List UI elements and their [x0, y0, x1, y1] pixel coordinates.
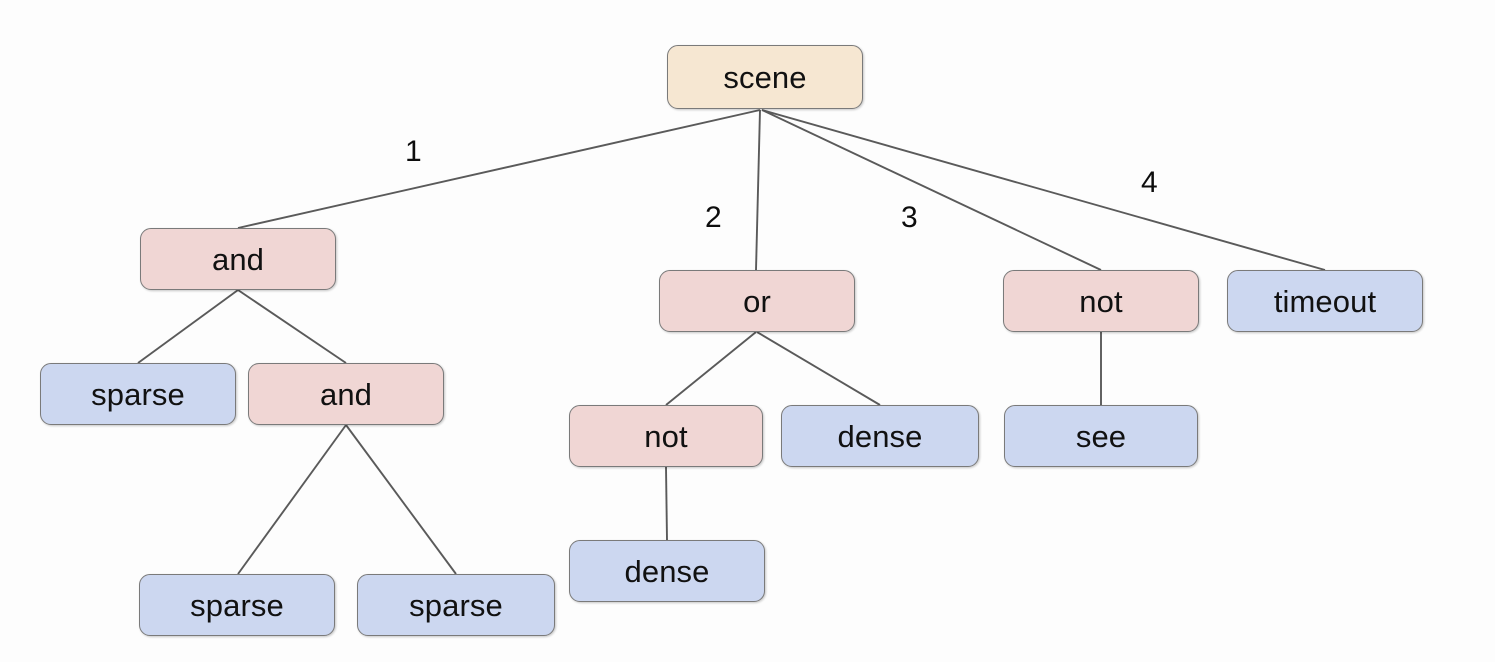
tree-node-label: and: [211, 241, 265, 277]
tree-edge: [756, 331, 881, 406]
tree-edge: [237, 289, 347, 364]
tree-node-sparse3[interactable]: sparse: [357, 574, 555, 636]
tree-edge: [665, 331, 757, 406]
tree-node-label: and: [319, 376, 373, 412]
edge-label-1: 1: [405, 135, 422, 168]
tree-node-timeout1[interactable]: timeout: [1227, 270, 1423, 332]
tree-edge: [237, 424, 347, 575]
tree-node-not1[interactable]: not: [1003, 270, 1199, 332]
tree-node-label: sparse: [91, 376, 185, 412]
edge-label-2: 2: [705, 201, 722, 234]
tree-node-not2[interactable]: not: [569, 405, 763, 467]
tree-node-scene[interactable]: scene: [667, 45, 863, 109]
tree-node-and2[interactable]: and: [248, 363, 444, 425]
tree-node-label: dense: [837, 418, 923, 454]
tree-edge: [761, 109, 1326, 271]
tree-node-label: or: [743, 283, 771, 319]
tree-edge: [237, 109, 761, 229]
tree-node-label: not: [644, 418, 688, 454]
tree-edge: [345, 424, 457, 575]
tree-node-label: sparse: [190, 587, 284, 623]
tree-node-dense1[interactable]: dense: [781, 405, 979, 467]
tree-node-label: see: [1075, 418, 1127, 454]
tree-node-label: dense: [624, 553, 710, 589]
tree-edge: [665, 466, 668, 541]
tree-node-dense2[interactable]: dense: [569, 540, 765, 602]
tree-node-label: scene: [723, 59, 807, 95]
tree-node-label: sparse: [409, 587, 503, 623]
tree-node-label: not: [1079, 283, 1123, 319]
tree-node-label: timeout: [1273, 283, 1377, 319]
edge-label-4: 4: [1141, 166, 1158, 199]
tree-node-or1[interactable]: or: [659, 270, 855, 332]
edge-label-3: 3: [901, 201, 918, 234]
tree-node-and1[interactable]: and: [140, 228, 336, 290]
tree-edge: [761, 109, 1102, 271]
tree-node-sparse1[interactable]: sparse: [40, 363, 236, 425]
tree-node-sparse2[interactable]: sparse: [139, 574, 335, 636]
tree-edge: [137, 289, 239, 364]
tree-node-see1[interactable]: see: [1004, 405, 1198, 467]
tree-edge: [755, 109, 761, 271]
